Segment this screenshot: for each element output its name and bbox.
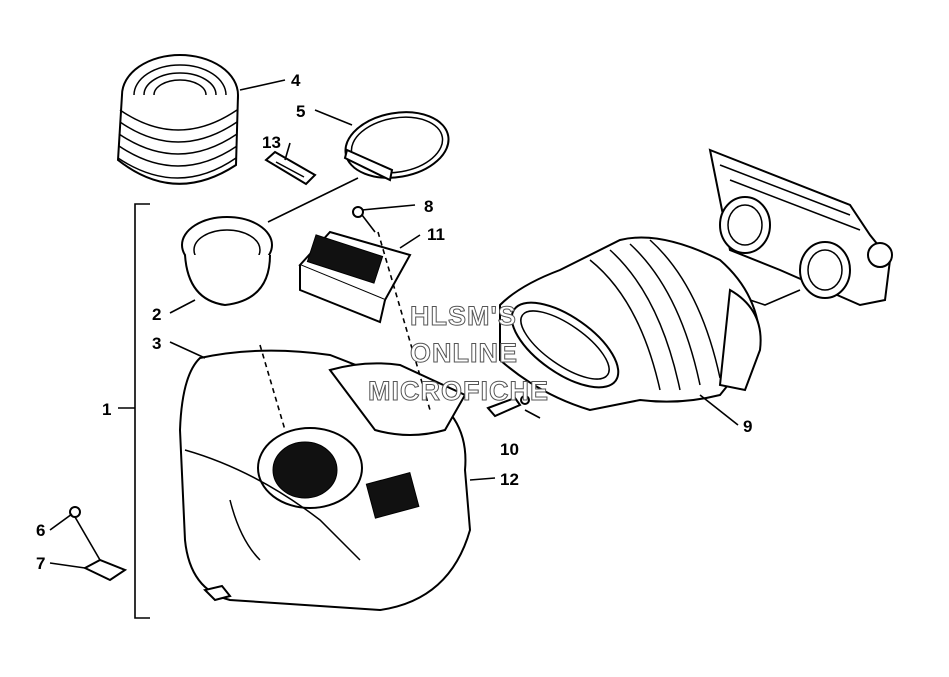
part-4-bellows-boot [116,54,239,185]
callout-2: 2 [152,305,161,324]
callout-4: 4 [291,71,301,90]
part-13-plate [264,150,317,186]
leader-lines [49,79,801,569]
part-7-bracket [82,558,128,582]
callout-3: 3 [152,334,161,353]
part-3-airbox-housing [178,349,472,612]
callout-8: 8 [424,197,433,216]
part-10-clip [486,395,530,418]
watermark-line-3: MICROFICHE [368,376,549,406]
part-5-clamp-ring [343,111,450,182]
callout-10: 10 [500,440,519,459]
callout-7: 7 [36,554,45,573]
carburetor-assembly [708,148,893,307]
callout-1: 1 [102,400,111,419]
watermark-line-2: ONLINE [410,338,518,368]
part-6-screw [69,506,101,561]
watermark: HLSM'S ONLINE MICROFICHE [368,301,549,407]
callout-12: 12 [500,470,519,489]
part-11-silencer-box [298,230,412,324]
callout-9: 9 [743,417,752,436]
part-9-intake-duct [499,236,762,412]
callout-5: 5 [296,102,305,121]
part-2-adapter-collar [181,216,273,307]
part-8-screw [352,206,376,233]
callout-11: 11 [427,225,445,244]
callout-13: 13 [262,133,281,152]
group-bracket-1 [134,203,150,619]
watermark-line-1: HLSM'S [410,301,517,331]
callout-6: 6 [36,521,45,540]
